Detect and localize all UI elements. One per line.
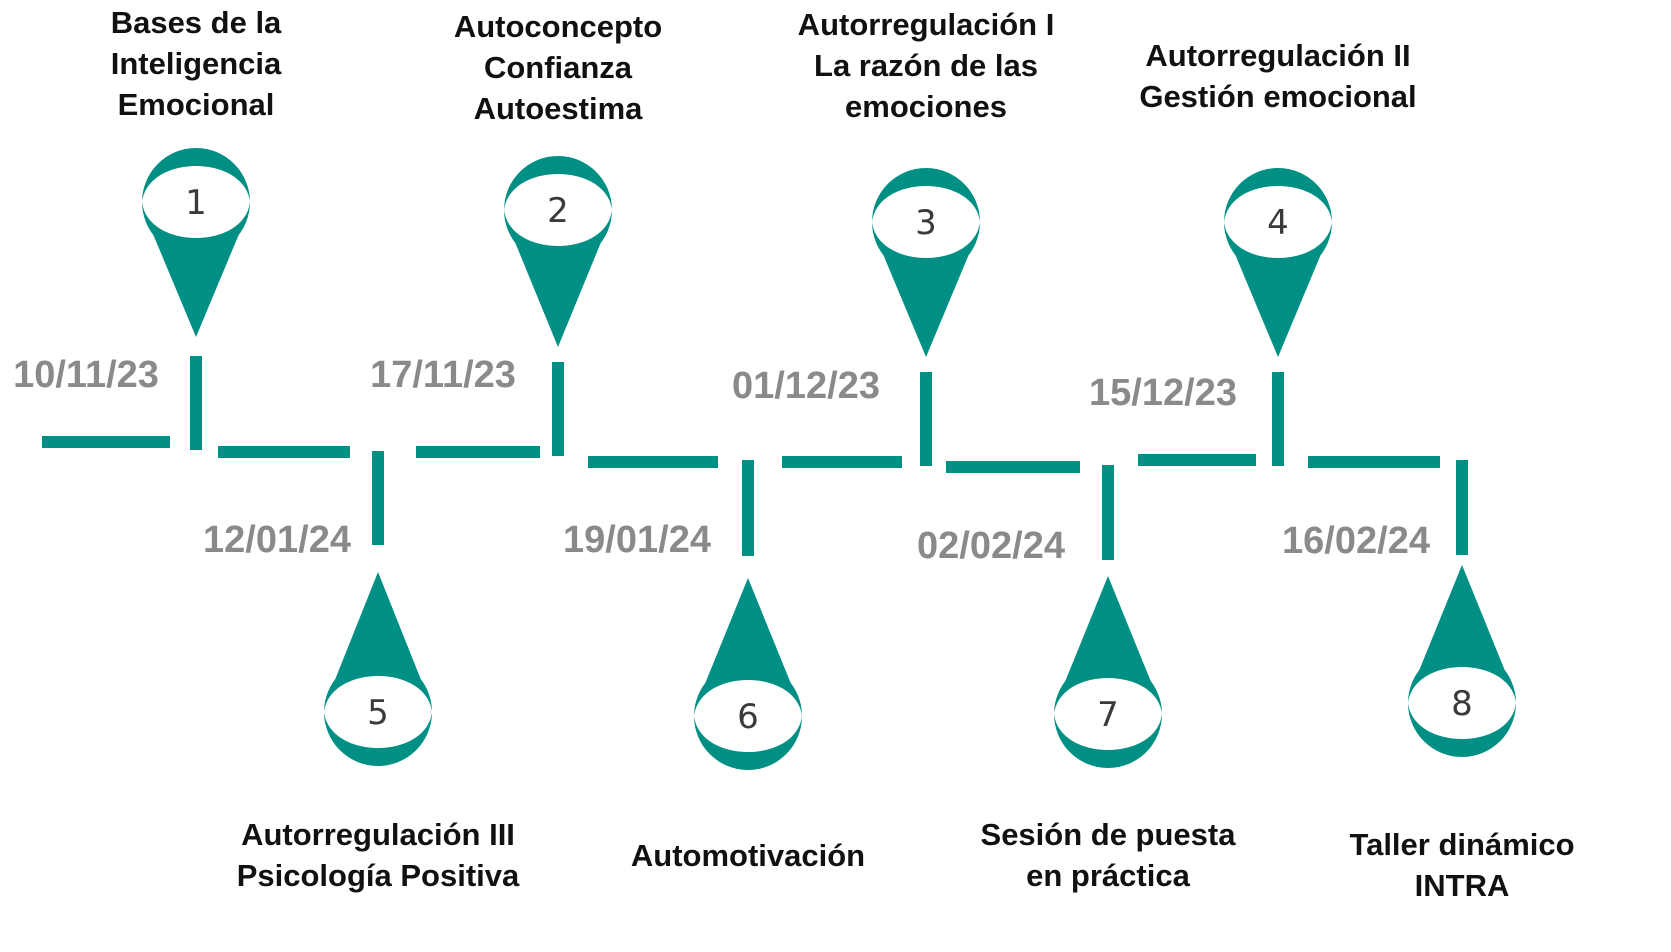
pin-pointer <box>1418 565 1506 674</box>
marker-title-line: en práctica <box>1026 858 1190 893</box>
pin-pointer <box>514 239 602 347</box>
pin-lens <box>1408 667 1516 739</box>
marker-title-line: Sesión de puesta <box>980 817 1236 852</box>
marker-title: Automotivación <box>631 835 865 876</box>
marker-6: 6 <box>694 460 802 770</box>
marker-title-line: Automotivación <box>630 838 866 873</box>
timeline-axis <box>42 436 1440 473</box>
marker-title-line: Autoestima <box>473 91 643 126</box>
marker-title-line: Bases de la <box>110 5 282 40</box>
marker-date: 10/11/23 <box>13 354 159 396</box>
marker-number: 5 <box>367 693 389 733</box>
pin-pointer <box>882 251 970 357</box>
marker-number: 4 <box>1267 203 1289 243</box>
marker-2: 2 <box>504 156 612 456</box>
marker-date: 02/02/24 <box>917 525 1065 567</box>
marker-title-line: Taller dinámico <box>1349 827 1575 862</box>
marker-7: 7 <box>1054 465 1162 768</box>
pin-pointer <box>1234 251 1322 357</box>
pin-lens <box>694 680 802 752</box>
pin-lens <box>1224 186 1332 258</box>
marker-date: 15/12/23 <box>1089 372 1237 414</box>
pin-pointer <box>704 578 792 687</box>
marker-number: 2 <box>547 191 569 231</box>
pin-lens <box>872 186 980 258</box>
marker-number: 8 <box>1451 684 1473 724</box>
marker-title-line: Confianza <box>483 50 633 85</box>
marker-date: 19/01/24 <box>563 519 711 561</box>
marker-1: 1 <box>142 148 250 450</box>
marker-title-line: Emocional <box>117 87 275 122</box>
pin-lens <box>1054 678 1162 750</box>
marker-number: 1 <box>185 183 207 223</box>
marker-number: 3 <box>915 203 937 243</box>
marker-5: 5 <box>324 451 432 766</box>
pin-pointer <box>334 572 422 683</box>
marker-title-line: Autoconcepto <box>453 9 663 44</box>
pin-lens <box>504 174 612 246</box>
marker-title: Autorregulación II Gestión emocional <box>1139 35 1416 117</box>
marker-3: 3 <box>872 168 980 466</box>
marker-number: 6 <box>737 697 759 737</box>
marker-8: 8 <box>1408 460 1516 757</box>
marker-title-line: La razón de las <box>814 48 1038 83</box>
timeline-pins: 1 2 3 4 5 6 7 8 <box>142 148 1516 770</box>
marker-title-line: INTRA <box>1414 868 1510 903</box>
marker-title-line: Psicología Positiva <box>236 858 520 893</box>
marker-title-line: Autorregulación I <box>797 7 1055 42</box>
marker-title-line: Autorregulación III <box>241 817 515 852</box>
marker-title-line: Autorregulación II <box>1145 38 1411 73</box>
marker-number: 7 <box>1097 695 1119 735</box>
pin-lens <box>324 676 432 748</box>
marker-date: 12/01/24 <box>203 519 351 561</box>
marker-title-line: emociones <box>845 89 1007 124</box>
marker-date: 16/02/24 <box>1282 520 1430 562</box>
marker-title: Sesión de puesta en práctica <box>981 814 1236 896</box>
pin-lens <box>142 166 250 238</box>
marker-title-line: Gestión emocional <box>1139 79 1417 114</box>
marker-date: 01/12/23 <box>732 365 880 407</box>
marker-title: Autorregulación I La razón de las emocione… <box>798 4 1055 127</box>
marker-4: 4 <box>1224 168 1332 466</box>
pin-pointer <box>1064 576 1152 685</box>
marker-date: 17/11/23 <box>370 354 516 396</box>
pin-pointer <box>152 231 240 337</box>
marker-title-line: Inteligencia <box>110 46 282 81</box>
marker-title: Autorregulación III Psicología Positiva <box>237 814 520 896</box>
